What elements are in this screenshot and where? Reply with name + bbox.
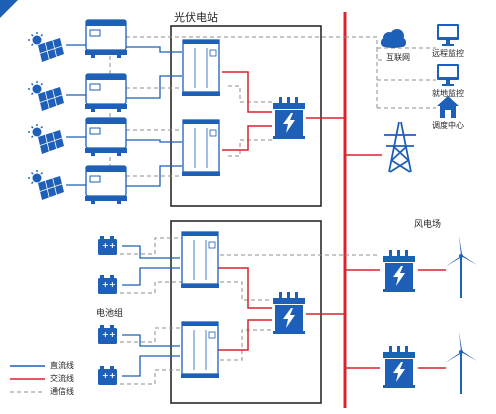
solar-panel-icon	[27, 31, 65, 63]
internet-label: 互联网	[386, 53, 410, 62]
pv-ac-lines	[222, 71, 345, 151]
legend-ac-label: 交流线	[50, 374, 74, 383]
power-tower-icon	[384, 121, 416, 173]
local-monitor-label: 就地监控	[432, 89, 464, 98]
pv-comm-lines	[109, 36, 345, 177]
storage-dc-lines	[122, 245, 180, 377]
monitor-comm-lines	[345, 36, 436, 256]
remote-monitor-label: 远程监控	[432, 49, 464, 58]
solar-panel-icon	[27, 169, 65, 201]
storage-station-frame	[170, 220, 322, 404]
solar-panel-icon	[27, 80, 65, 112]
battery-icon	[98, 236, 117, 255]
storage-ac-lines	[218, 267, 345, 351]
transformer-icon	[383, 250, 415, 292]
battery-icon	[98, 275, 117, 294]
storage-comm-lines	[120, 237, 345, 385]
inverter-icon	[84, 73, 128, 113]
corner-accent	[0, 0, 18, 18]
legend-dc-label: 直流线	[50, 361, 74, 370]
battery-icon	[98, 325, 117, 344]
cabinet-icon	[181, 119, 221, 177]
battery-icon	[98, 366, 117, 385]
inverter-icon	[84, 19, 128, 59]
transformer-icon	[383, 346, 415, 388]
cabinet-icon	[181, 39, 221, 97]
wind-turbine-icon	[444, 235, 478, 299]
legend-comm-label: 通信线	[50, 387, 74, 396]
dispatch-center-label: 调度中心	[432, 121, 464, 130]
cabinet-icon	[180, 321, 220, 379]
inverter-icon	[84, 165, 128, 205]
pv-station-frame	[170, 25, 322, 207]
wind-turbine-icon	[444, 331, 478, 395]
pv-dc-lines	[126, 46, 182, 187]
grid-ac-lines	[345, 154, 446, 369]
computer-icon	[437, 64, 459, 86]
home-icon	[437, 96, 459, 118]
pv-station-label: 光伏电站	[174, 11, 218, 24]
solar-panel-icon	[27, 123, 65, 155]
battery-group-label: 电池组	[96, 309, 124, 319]
inverter-icon	[84, 117, 128, 157]
cabinet-icon	[180, 231, 220, 289]
computer-icon	[437, 24, 459, 46]
cloud-icon	[381, 29, 406, 48]
transformer-icon	[273, 97, 305, 139]
panel-dc-lines	[66, 44, 86, 186]
wind-farm-label: 风电场	[414, 220, 442, 230]
transformer-icon	[273, 292, 305, 334]
